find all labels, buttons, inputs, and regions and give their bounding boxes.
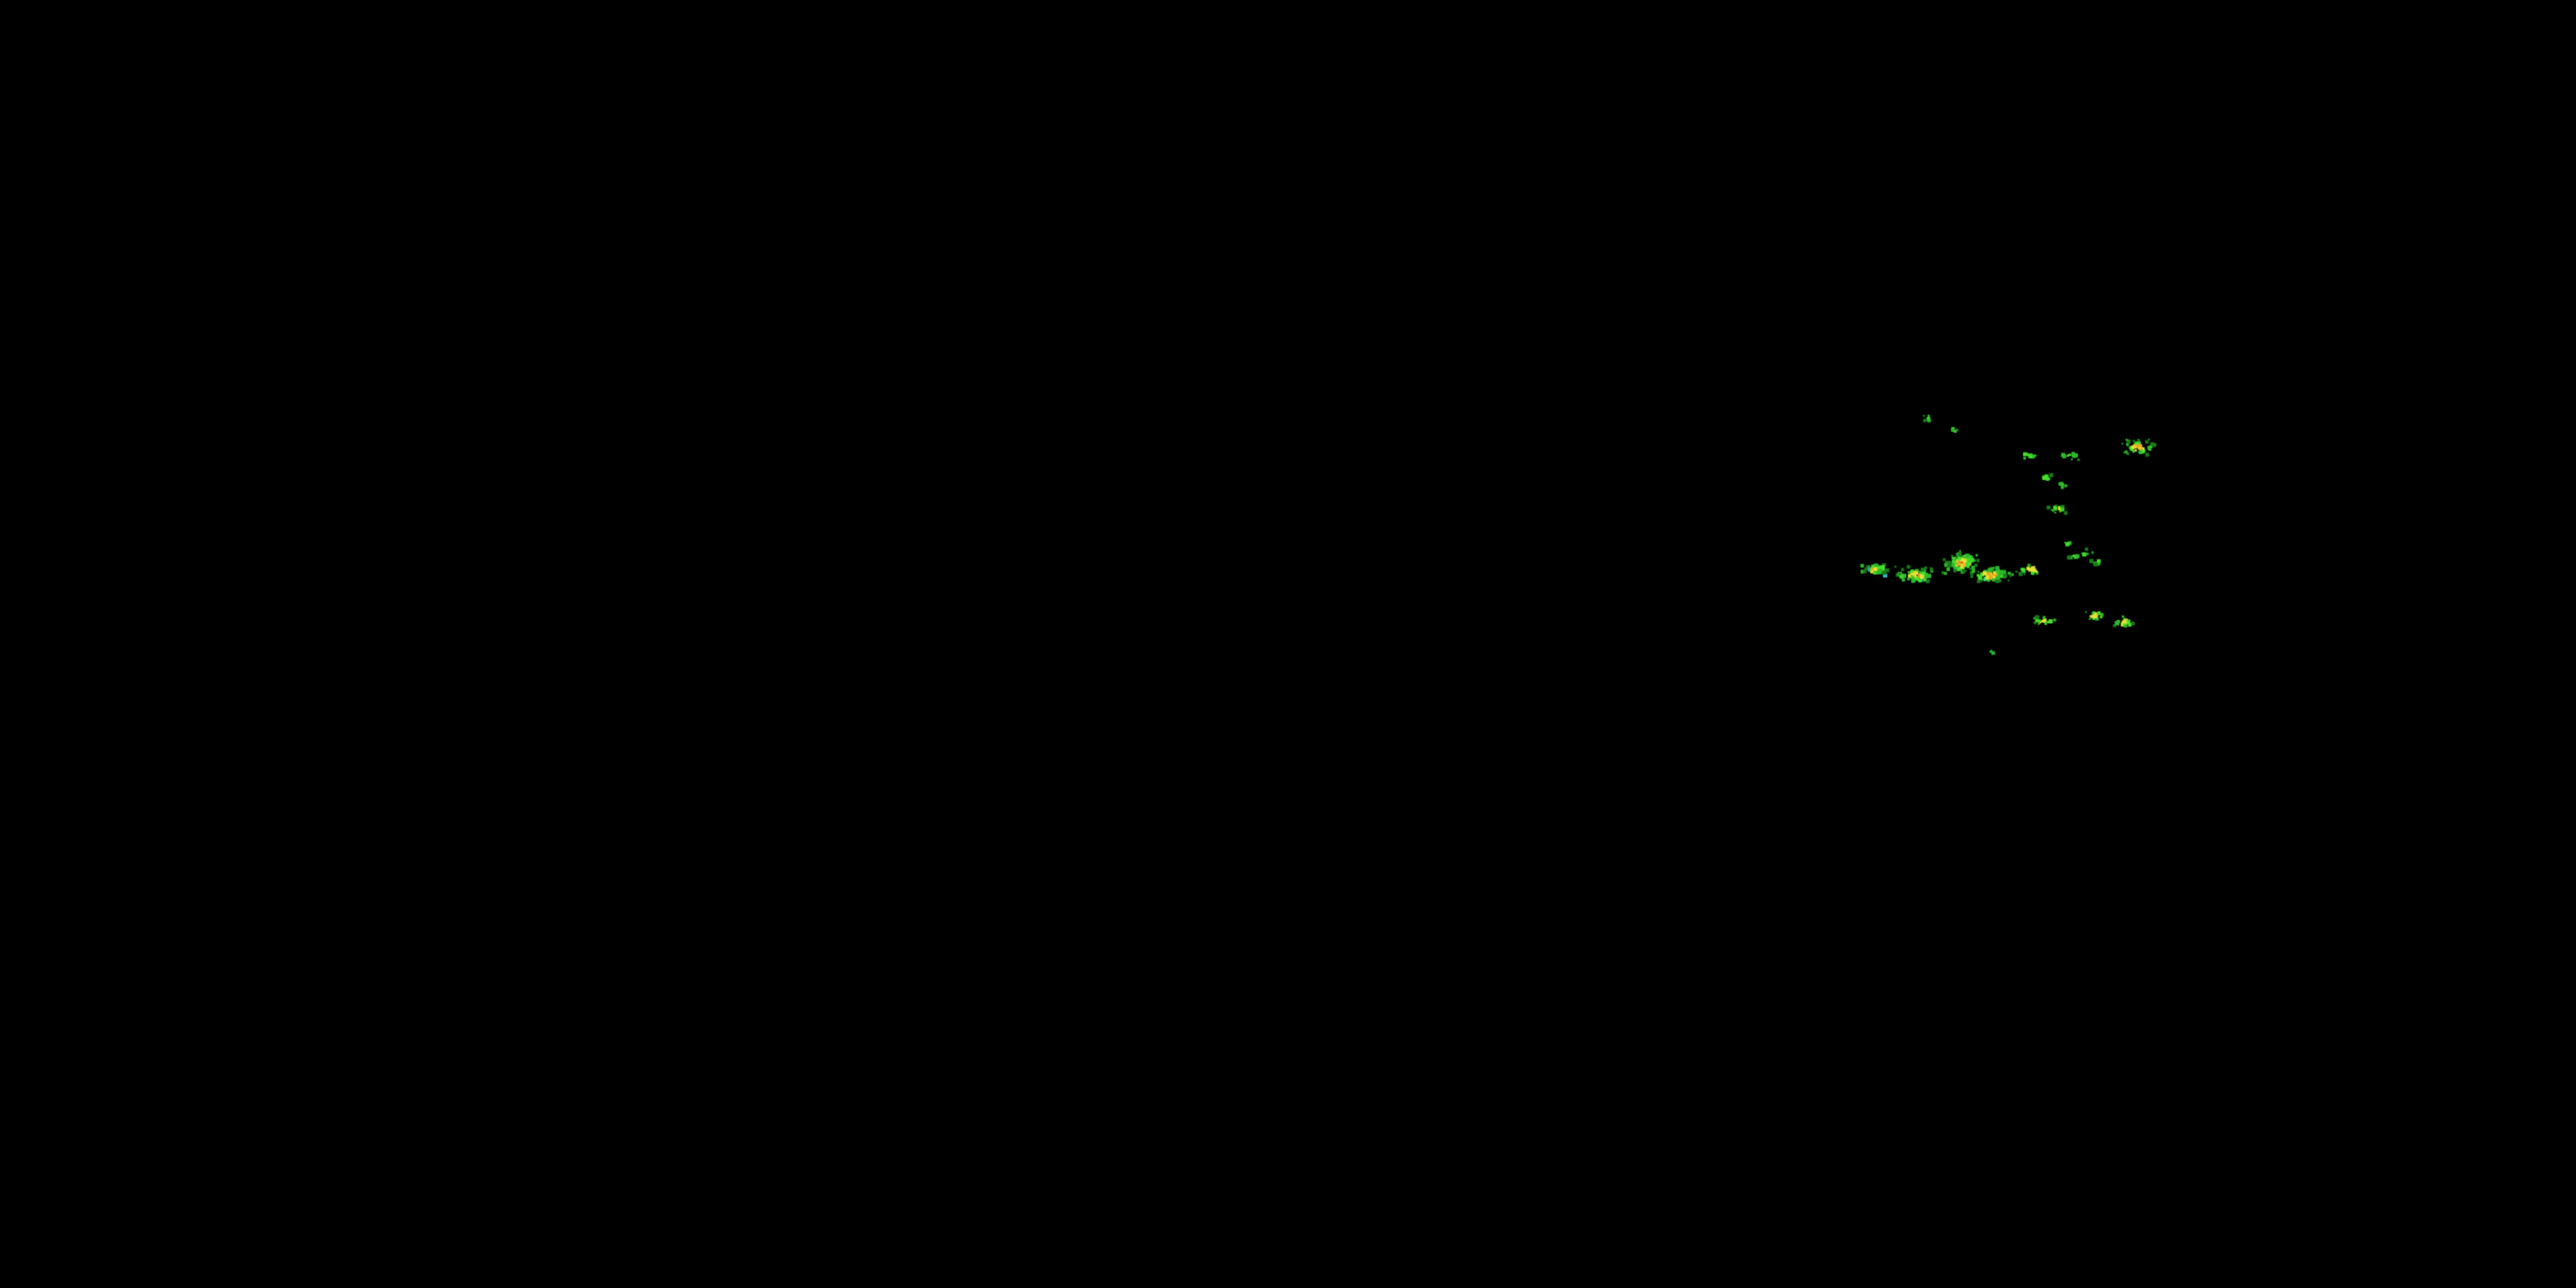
radar-canvas bbox=[0, 0, 2576, 1288]
radar-display bbox=[0, 0, 2576, 1288]
